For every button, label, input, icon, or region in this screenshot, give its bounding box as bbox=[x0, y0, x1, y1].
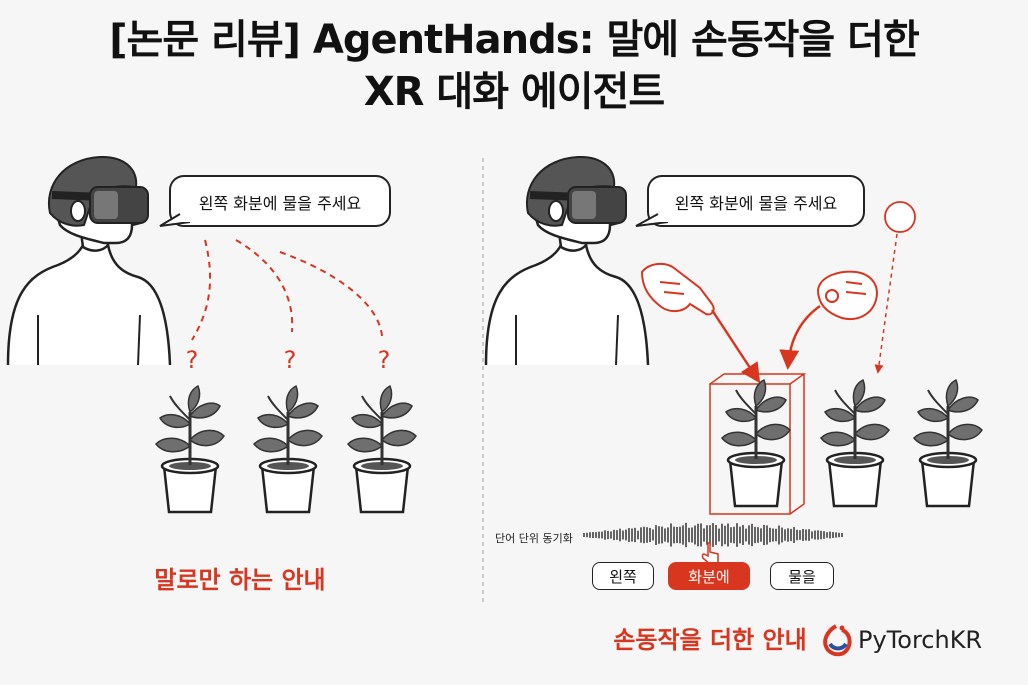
pointing-hand-icon bbox=[640, 262, 715, 316]
right-speech-bubble bbox=[635, 175, 865, 227]
right-plant-2 bbox=[819, 378, 891, 508]
brand: PyTorchKR bbox=[822, 622, 982, 658]
left-plant-3 bbox=[346, 384, 418, 514]
word-chip-left: 왼쪽 bbox=[592, 562, 654, 590]
target-arrow bbox=[874, 233, 898, 374]
pinch-arrow bbox=[779, 304, 821, 370]
left-caption: 말로만 하는 안내 bbox=[154, 566, 326, 594]
title-line-1: [논문 리뷰] AgentHands: 말에 손동작을 더한 bbox=[109, 17, 920, 63]
speech-waveform bbox=[583, 522, 843, 548]
pointing-arrow bbox=[710, 309, 761, 384]
left-speech-bubble bbox=[159, 175, 391, 227]
title-line-2: XR 대화 에이전트 bbox=[363, 69, 665, 115]
right-vr-user-icon bbox=[486, 157, 648, 365]
highlight-box bbox=[709, 373, 807, 515]
question-mark-3: ? bbox=[377, 346, 391, 374]
word-chip-pot: 화분에 bbox=[668, 562, 750, 590]
question-mark-1: ? bbox=[185, 346, 199, 374]
left-speech-text: 왼쪽 화분에 물을 주세요 bbox=[198, 194, 362, 213]
right-caption: 손동작을 더한 안내 bbox=[613, 626, 807, 654]
word-chip-water: 물을 bbox=[770, 562, 834, 590]
left-dashed-paths bbox=[191, 239, 383, 341]
left-plant-1 bbox=[154, 384, 226, 514]
pytorch-logo-icon bbox=[823, 624, 852, 657]
right-plant-3 bbox=[912, 378, 984, 508]
page-title: [논문 리뷰] AgentHands: 말에 손동작을 더한 XR 대화 에이전… bbox=[0, 14, 1028, 118]
question-mark-2: ? bbox=[283, 346, 297, 374]
sync-label: 단어 단위 동기화 bbox=[495, 532, 573, 545]
right-plant-1 bbox=[720, 378, 792, 508]
left-vr-user-icon bbox=[8, 157, 170, 365]
right-speech-text: 왼쪽 화분에 물을 주세요 bbox=[674, 194, 838, 213]
cursor-hand-icon bbox=[701, 542, 719, 565]
brand-name: PyTorchKR bbox=[858, 626, 983, 654]
target-circle-icon bbox=[884, 201, 916, 233]
left-plant-2 bbox=[252, 384, 324, 514]
pinch-hand-icon bbox=[816, 270, 878, 320]
